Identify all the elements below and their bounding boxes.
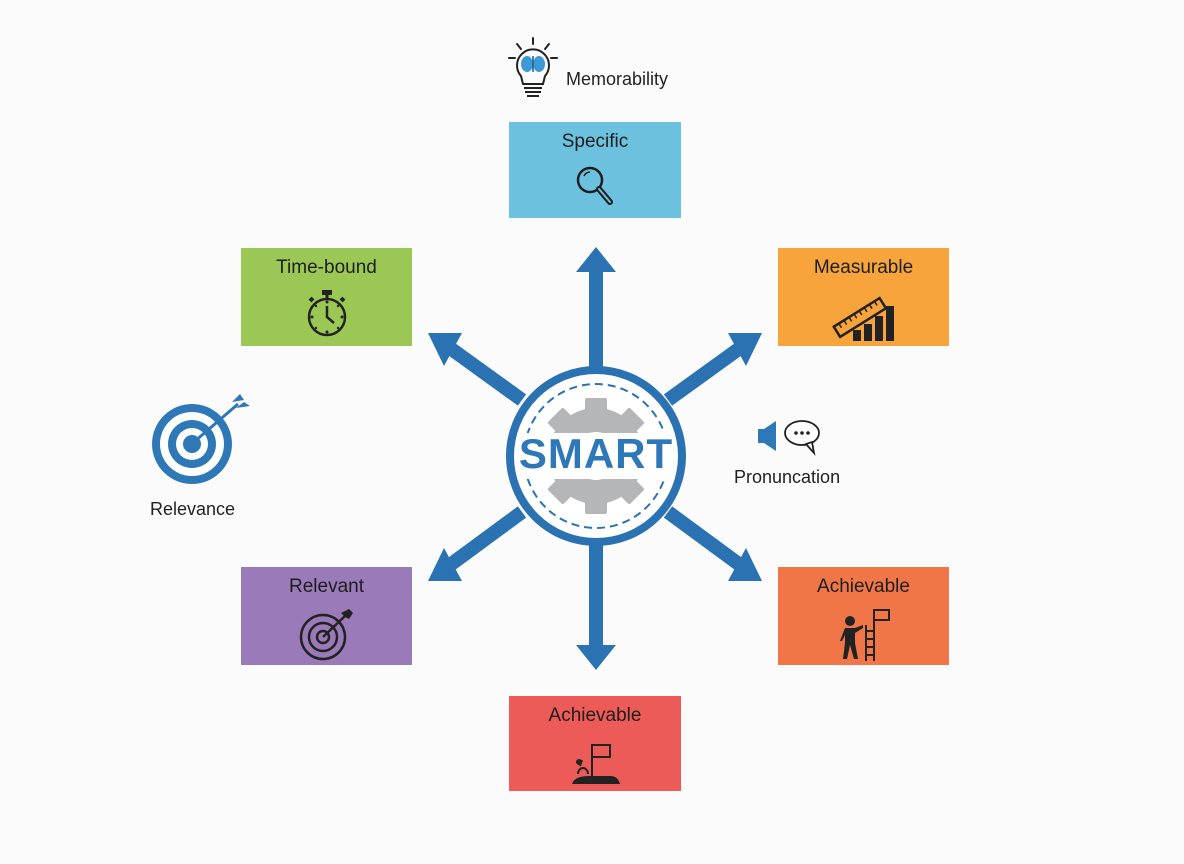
box-achievable-bottom: Achievable — [509, 696, 681, 791]
arrow-downleft-head — [428, 548, 462, 581]
box-label: Time-bound — [276, 257, 377, 278]
box-label: Achievable — [548, 705, 642, 726]
target-arrow-icon — [299, 609, 353, 661]
relevance-label: Relevance — [150, 499, 236, 519]
box-measurable: Measurable — [778, 248, 949, 346]
lightbulb-brain-icon — [508, 37, 558, 97]
box-time-bound: Time-bound — [241, 248, 412, 346]
summit-flag-icon — [572, 744, 620, 784]
box-relevant: Relevant — [241, 567, 412, 665]
center-label: SMART — [518, 430, 674, 477]
memorability-label: Memorability — [566, 69, 669, 89]
arrow-upright-head — [728, 333, 762, 366]
box-label: Achievable — [817, 576, 910, 597]
box-achievable-right: Achievable — [778, 567, 949, 665]
box-specific: Specific — [509, 122, 681, 218]
speaker-speech-bubble-icon — [758, 420, 820, 456]
arrow-upleft-head — [428, 333, 462, 366]
box-label: Specific — [561, 131, 629, 152]
box-label: Measurable — [813, 257, 914, 278]
magnifier-icon — [576, 166, 613, 205]
arrow-down-head — [576, 645, 616, 670]
stopwatch-icon — [307, 290, 346, 337]
ruler-bar-chart-icon — [831, 296, 894, 341]
bullseye-dart-icon — [152, 394, 250, 484]
box-label: Relevant — [289, 576, 364, 597]
person-ladder-flag-icon — [839, 609, 890, 661]
arrow-up-head — [576, 247, 616, 272]
pronunciation-label: Pronuncation — [734, 467, 841, 487]
arrow-downright-head — [728, 548, 762, 581]
